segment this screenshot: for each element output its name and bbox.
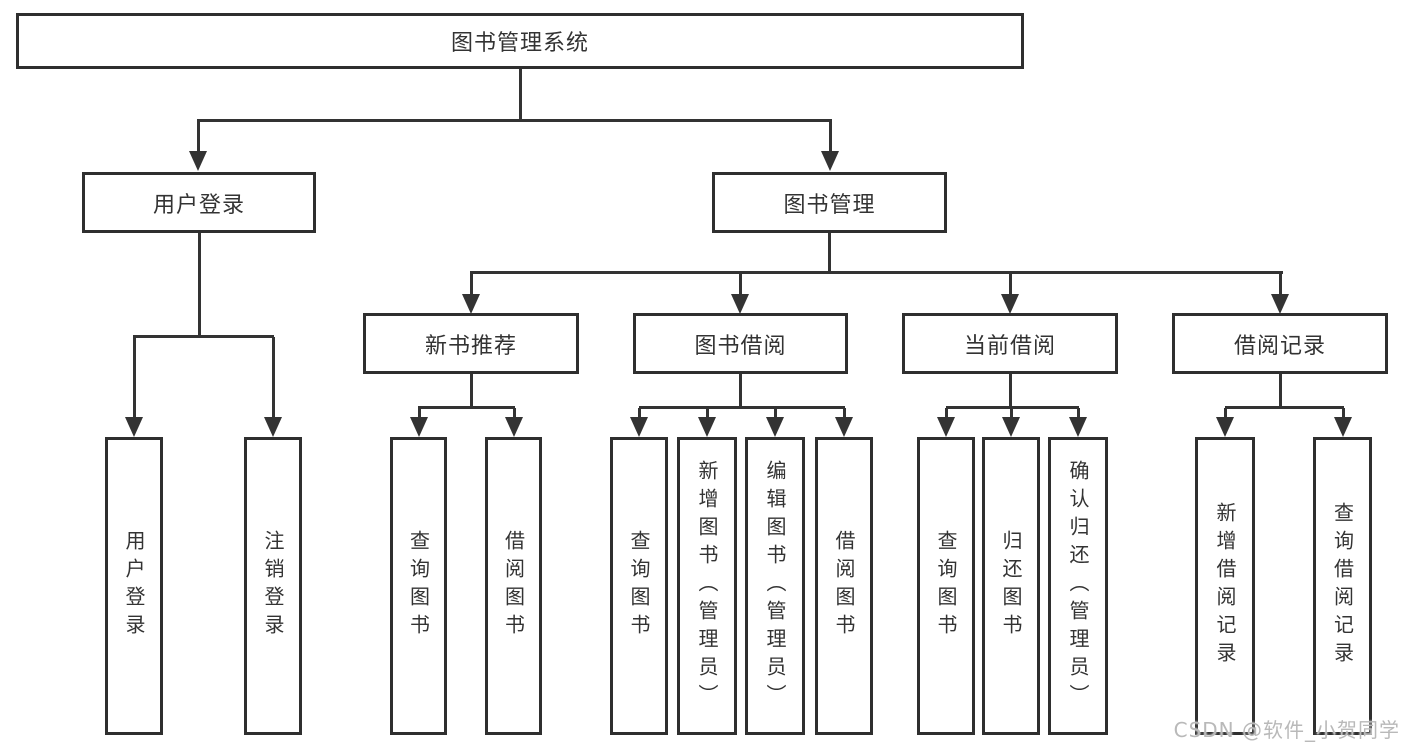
arrow-down-icon	[766, 417, 784, 437]
arrow-down-icon	[1271, 294, 1289, 314]
connector-line	[946, 406, 1079, 409]
arrow-down-icon	[189, 151, 207, 171]
connector-line	[1279, 374, 1282, 409]
connector-line	[1225, 406, 1344, 409]
connector-line	[739, 374, 742, 409]
connector-line	[1009, 273, 1012, 296]
connector-line	[639, 406, 845, 409]
connector-line	[706, 408, 709, 420]
connector-line	[638, 408, 641, 420]
arrow-down-icon	[821, 151, 839, 171]
node-book-borrowing: 图书借阅	[633, 313, 848, 374]
connector-line	[1010, 408, 1013, 420]
arrow-down-icon	[462, 294, 480, 314]
arrow-down-icon	[1069, 417, 1087, 437]
arrow-down-icon	[410, 417, 428, 437]
connector-line	[133, 335, 274, 338]
node-new-book-recommend: 新书推荐	[363, 313, 579, 374]
connector-line	[1279, 273, 1282, 296]
node-label: 借阅记录	[1233, 333, 1326, 359]
connector-line	[774, 408, 777, 420]
connector-line	[1342, 408, 1345, 420]
leaf-return-books: 归还图书	[982, 437, 1040, 735]
node-library-system: 图书管理系统	[16, 13, 1024, 69]
connector-line	[1009, 374, 1012, 409]
node-label: 归还图书	[999, 530, 1023, 642]
connector-line	[829, 121, 832, 152]
leaf-confirm-return-admin: 确认归还（管理员）	[1048, 437, 1108, 735]
arrow-down-icon	[835, 417, 853, 437]
arrow-down-icon	[505, 417, 523, 437]
connector-line	[1077, 408, 1080, 420]
leaf-search-books-current: 查询图书	[917, 437, 975, 735]
arrow-down-icon	[1334, 417, 1352, 437]
leaf-add-books-admin: 新增图书（管理员）	[677, 437, 737, 735]
leaf-logout: 注销登录	[244, 437, 302, 735]
leaf-search-books-borrowing: 查询图书	[610, 437, 668, 735]
node-label: 图书借阅	[694, 333, 787, 359]
leaf-borrow-books: 借阅图书	[815, 437, 873, 735]
arrow-down-icon	[1001, 294, 1019, 314]
connector-line	[198, 233, 201, 337]
connector-line	[133, 337, 136, 418]
connector-line	[1224, 408, 1227, 420]
node-label: 编辑图书（管理员）	[763, 460, 787, 712]
connector-line	[945, 408, 948, 420]
node-label: 新增图书（管理员）	[695, 460, 719, 712]
node-current-borrowing: 当前借阅	[902, 313, 1118, 374]
connector-line	[519, 69, 522, 120]
arrow-down-icon	[937, 417, 955, 437]
leaf-edit-books-admin: 编辑图书（管理员）	[745, 437, 805, 735]
leaf-user-login: 用户登录	[105, 437, 163, 735]
node-label: 用户登录	[152, 192, 245, 218]
arrow-down-icon	[1002, 417, 1020, 437]
node-book-management: 图书管理	[712, 172, 947, 233]
arrow-down-icon	[125, 417, 143, 437]
node-label: 新书推荐	[424, 333, 517, 359]
connector-line	[828, 233, 831, 273]
leaf-search-books-recommend: 查询图书	[390, 437, 447, 735]
arrow-down-icon	[630, 417, 648, 437]
node-label: 新增借阅记录	[1213, 502, 1237, 670]
connector-line	[470, 271, 1283, 274]
connector-line	[513, 408, 516, 420]
connector-line	[272, 337, 275, 418]
node-label: 注销登录	[261, 530, 285, 642]
arrow-down-icon	[731, 294, 749, 314]
arrow-down-icon	[1216, 417, 1234, 437]
node-label: 查询借阅记录	[1330, 502, 1355, 670]
arrow-down-icon	[698, 417, 716, 437]
connector-line	[843, 408, 846, 420]
connector-line	[418, 408, 421, 420]
leaf-add-borrow-record: 新增借阅记录	[1195, 437, 1255, 735]
connector-line	[418, 406, 515, 409]
connector-line	[197, 121, 200, 152]
connector-line	[739, 273, 742, 296]
arrow-down-icon	[264, 417, 282, 437]
node-label: 查询图书	[627, 530, 651, 642]
connector-line	[470, 273, 473, 296]
connector-line	[197, 119, 832, 122]
node-label: 图书管理	[783, 192, 876, 218]
leaf-search-borrow-record: 查询借阅记录	[1313, 437, 1372, 735]
node-label: 借阅图书	[832, 530, 856, 642]
node-label: 确认归还（管理员）	[1066, 460, 1090, 712]
node-label: 用户登录	[122, 530, 146, 642]
node-label: 图书管理系统	[450, 31, 589, 56]
leaf-borrow-books-recommend: 借阅图书	[485, 437, 542, 735]
csdn-watermark: CSDN @软件_小贺同学	[1173, 718, 1400, 742]
node-borrowing-records: 借阅记录	[1172, 313, 1388, 374]
node-label: 查询图书	[406, 530, 431, 642]
node-label: 借阅图书	[501, 530, 526, 642]
node-label: 当前借阅	[963, 333, 1056, 359]
connector-line	[470, 374, 473, 409]
node-user-login: 用户登录	[82, 172, 316, 233]
node-label: 查询图书	[934, 530, 958, 642]
